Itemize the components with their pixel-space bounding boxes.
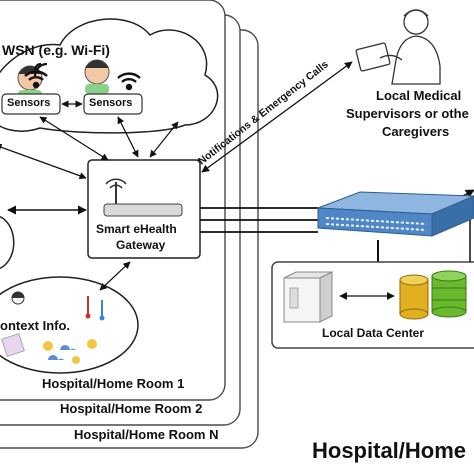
sensor-box-2: [83, 93, 143, 115]
context-icons: [1, 291, 105, 364]
supervisors-line-1: Local Medical: [376, 88, 462, 103]
arrow-context-gateway: [99, 261, 131, 291]
room-n-label: Hospital/Home Room N: [74, 427, 219, 442]
arrow-to-supervisors: [201, 61, 353, 173]
caregiver-icon: [355, 9, 441, 85]
gateway-label-line1: Smart eHealth: [96, 222, 177, 236]
context-cloud: [0, 276, 139, 374]
network-switch-icon: [317, 191, 474, 237]
room-1-label: Hospital/Home Room 1: [42, 376, 185, 391]
sensor-label-2: Sensors: [89, 97, 133, 109]
server-icon: [283, 271, 333, 323]
wsn-label: WSN (e.g. Wi-Fi): [2, 42, 110, 58]
footer-label: Hospital/Home: [312, 438, 467, 463]
sensor-label-1: Sensors: [7, 97, 51, 109]
sensor-box-1: [1, 93, 61, 115]
context-label: ontext Info.: [0, 318, 71, 333]
arrow-sensor2-gateway: [117, 116, 139, 158]
wifi-icon-b: [117, 72, 141, 91]
supervisors-line-2: Supervisors or othe: [346, 106, 469, 121]
wifi-icon-a: [24, 70, 48, 89]
arrow-sensor1-gateway: [39, 116, 109, 161]
arrow-wsn-gateway: [149, 121, 179, 158]
supervisors-line-3: Caregivers: [382, 124, 450, 139]
room-2-label: Hospital/Home Room 2: [60, 401, 203, 416]
left-node-arc: [0, 216, 15, 269]
gateway-label-line2: Gateway: [116, 238, 166, 252]
arrow-left-gateway: [0, 143, 87, 180]
database-icon: [399, 270, 467, 320]
router-icon: [103, 178, 183, 217]
patient-2-icon: [84, 59, 110, 94]
wifi-icon-1: [33, 62, 48, 77]
data-center-label: Local Data Center: [322, 326, 425, 340]
